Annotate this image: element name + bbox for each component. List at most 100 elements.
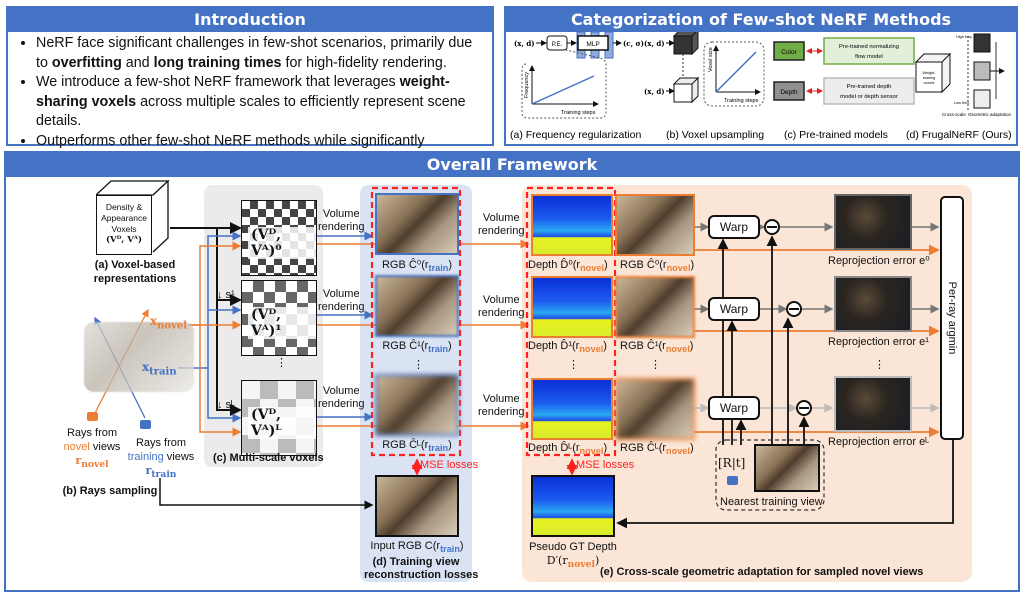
reprojection-error-image-1: [834, 276, 912, 332]
rays-train-label: Rays from training views rtrain: [127, 437, 195, 481]
rgb-novel-ellipsis: ⋮: [650, 359, 661, 371]
d-high-freq: High freq.: [956, 35, 972, 39]
reprojection-error-image-0: [834, 194, 912, 250]
x-train-label: xtrain: [142, 360, 177, 378]
svg-text:flow model: flow model: [855, 54, 883, 60]
caption-a: (a) Frequency regularization: [510, 129, 641, 141]
b-xlabel: Training steps: [724, 98, 759, 104]
scene-point-cloud: [84, 322, 194, 392]
nearest-camera-icon: [727, 476, 738, 485]
caption-rays-sampling: (b) Rays sampling: [62, 485, 158, 497]
pseudo-gt-depth-image: [531, 475, 615, 537]
subtract-icon-1: [786, 301, 802, 317]
voxel-scale-L: (Vᴰ, Vᴬ)ᴸ: [241, 380, 317, 456]
per-ray-argmin-box: Per-ray argmin: [940, 196, 964, 440]
subtract-icon-0: [764, 219, 780, 235]
voxel-upsampling-diagram: (x, d) (x, d) Voxel size Training steps: [644, 32, 765, 107]
framework-title: Overall Framework: [6, 153, 1018, 177]
voxel-scale-L-label: (Vᴰ, Vᴬ)ᴸ: [248, 407, 316, 439]
introduction-panel: Introduction NeRF face significant chall…: [6, 6, 494, 168]
x-novel-label: xnovel: [150, 314, 188, 332]
rgb-novel-label-L: RGB Ĉᴸ(rnovel): [620, 442, 694, 457]
pe-label: P.E.: [552, 42, 563, 48]
depth-novel-label-0: Depth D̂⁰(rnovel): [528, 259, 608, 274]
voxel-box-line4: (Vᴰ, Vᴬ): [106, 235, 142, 245]
rgb-novel-image-1: [615, 276, 695, 338]
svg-text:model or depth sensor: model or depth sensor: [840, 94, 898, 100]
voxel-scale-1: (Vᴰ, Vᴬ)¹: [241, 280, 317, 356]
b-input1-label: (x, d): [644, 39, 665, 48]
categorization-title: Categorization of Few-shot NeRF Methods: [506, 8, 1016, 32]
voxel-box-line1: Density &: [105, 202, 143, 212]
reprojection-error-label-L: Reprojection error eᴸ: [828, 436, 930, 448]
input-rgb-image: [375, 475, 459, 537]
d-low-freq: Low freq.: [954, 101, 970, 105]
depth-novel-image-0: [531, 194, 613, 256]
rgb-train-image-0: [375, 193, 459, 255]
pseudo-gt-depth-label: Pseudo GT Depth D′(rnovel): [529, 541, 617, 571]
warp-box-1: Warp: [708, 297, 760, 321]
rgb-novel-label-0: RGB Ĉ⁰(rnovel): [620, 259, 695, 274]
depth-novel-image-1: [531, 276, 613, 338]
warp-box-0: Warp: [708, 215, 760, 239]
intro-bullet: We introduce a few-shot NeRF framework t…: [36, 73, 482, 132]
rgb-train-label-L: RGB Ĉᴸ(rtrain): [382, 439, 452, 454]
train-camera-icon: [140, 420, 151, 429]
categorization-panel: Categorization of Few-shot NeRF Methods …: [504, 6, 1018, 146]
downsample-s1: ↓ s¹: [217, 289, 235, 301]
svg-text:Weight-: Weight-: [922, 71, 936, 75]
voxel-box-line3: Voxels: [111, 224, 137, 234]
reproj-ellipsis: ⋮: [874, 359, 885, 371]
a-input-label: (x, d): [514, 39, 535, 48]
mse-losses-train: MSE losses: [420, 459, 479, 471]
d-cross-scale: Cross-scale: [942, 112, 966, 117]
rgb-novel-image-0: [615, 194, 695, 256]
intro-bullet: NeRF face significant challenges in few-…: [36, 34, 482, 73]
caption-c: (c) Pre-trained models: [784, 129, 888, 141]
voxel-box-3d-edge: [96, 180, 170, 253]
caption-multiscale-voxels: (c) Multi-scale voxels: [213, 452, 324, 464]
depth-novel-label-L: Depth D̂ᴸ(rnovel): [528, 442, 608, 457]
voxel-box-line2: Appearance: [101, 213, 147, 223]
a-xlabel: Training steps: [561, 110, 596, 116]
novel-camera-icon: [87, 412, 98, 421]
rgb-novel-image-L: [615, 378, 695, 440]
depth-novel-image-L: [531, 378, 613, 440]
rgb-train-label-1: RGB Ĉ¹(rtrain): [382, 340, 452, 355]
caption-d: (d) FrugalNeRF (Ours): [906, 129, 1012, 141]
mlp-label: MLP: [586, 41, 599, 48]
d-geo-adapt: Geometric adaptation: [968, 112, 1012, 117]
c-depth-label: Depth: [780, 89, 798, 96]
mse-losses-depth: MSE losses: [576, 459, 635, 471]
frugalnerf-diagram: Weight- sharing voxels High freq. Low fr…: [914, 33, 1012, 117]
voxel-scale-1-label: (Vᴰ, Vᴬ)¹: [248, 307, 316, 339]
freq-regularization-diagram: (x, d) P.E. MLP (c, σ) Frequency Trainin…: [514, 32, 644, 119]
reprojection-error-image-L: [834, 376, 912, 432]
depth-novel-label-1: Depth D̂¹(rnovel): [528, 340, 607, 355]
rgb-train-image-1: [375, 275, 459, 337]
subtract-icon-L: [796, 400, 812, 416]
nearest-training-view-image: [754, 444, 820, 492]
scale-ellipsis: ⋮: [276, 357, 287, 369]
reprojection-error-label-1: Reprojection error e¹: [828, 336, 929, 348]
rgb-train-label-0: RGB Ĉ⁰(rtrain): [381, 259, 453, 274]
c-color-label: Color: [781, 49, 797, 56]
voxel-scale-0: (Vᴰ, Vᴬ)⁰: [241, 200, 317, 276]
per-ray-argmin-label: Per-ray argmin: [946, 281, 958, 355]
depth-novel-ellipsis: ⋮: [568, 359, 579, 371]
svg-text:Pre-trained normalizing: Pre-trained normalizing: [839, 44, 899, 50]
a-ylabel: Frequency: [524, 72, 530, 98]
voxel-scale-0-label: (Vᴰ, Vᴬ)⁰: [248, 227, 316, 259]
warp-box-L: Warp: [708, 396, 760, 420]
downsample-sL: ↓ sᴸ: [217, 399, 235, 411]
b-ylabel: Voxel size: [708, 47, 714, 72]
pretrained-models-diagram: Color Pre-trained normalizing flow model…: [773, 37, 915, 105]
input-rgb-label: Input RGB C(rtrain): [370, 540, 464, 555]
